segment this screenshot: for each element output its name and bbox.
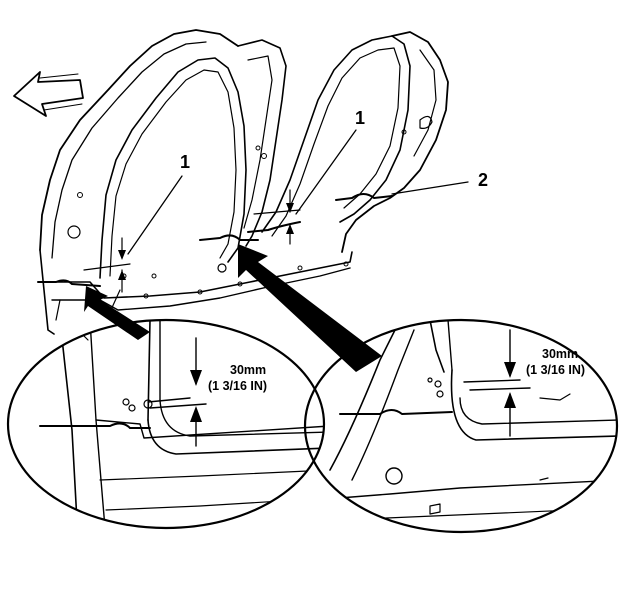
callout-1-center: 1 <box>355 108 365 128</box>
callout-leaders <box>127 129 469 255</box>
callout-1-front: 1 <box>180 152 190 172</box>
detail-view-left <box>6 318 326 530</box>
detail-pointer-arrow-right <box>238 244 382 372</box>
front-direction-arrow-icon <box>13 71 84 117</box>
detail-view-right <box>303 318 619 534</box>
left-detail-dimension-in: (1 3/16 IN) <box>208 379 267 393</box>
vehicle-body-side <box>39 29 449 335</box>
callout-2-rear: 2 <box>478 170 488 190</box>
right-detail-dimension-mm: 30mm <box>542 347 578 361</box>
cut-line-front-pillar <box>37 237 131 293</box>
detail-pointer-arrow-left <box>84 286 150 340</box>
cut-line-center-pillar <box>199 189 301 245</box>
cut-line-rear-pillar <box>335 193 393 201</box>
right-detail-dimension-in: (1 3/16 IN) <box>526 363 585 377</box>
left-detail-dimension-mm: 30mm <box>230 363 266 377</box>
